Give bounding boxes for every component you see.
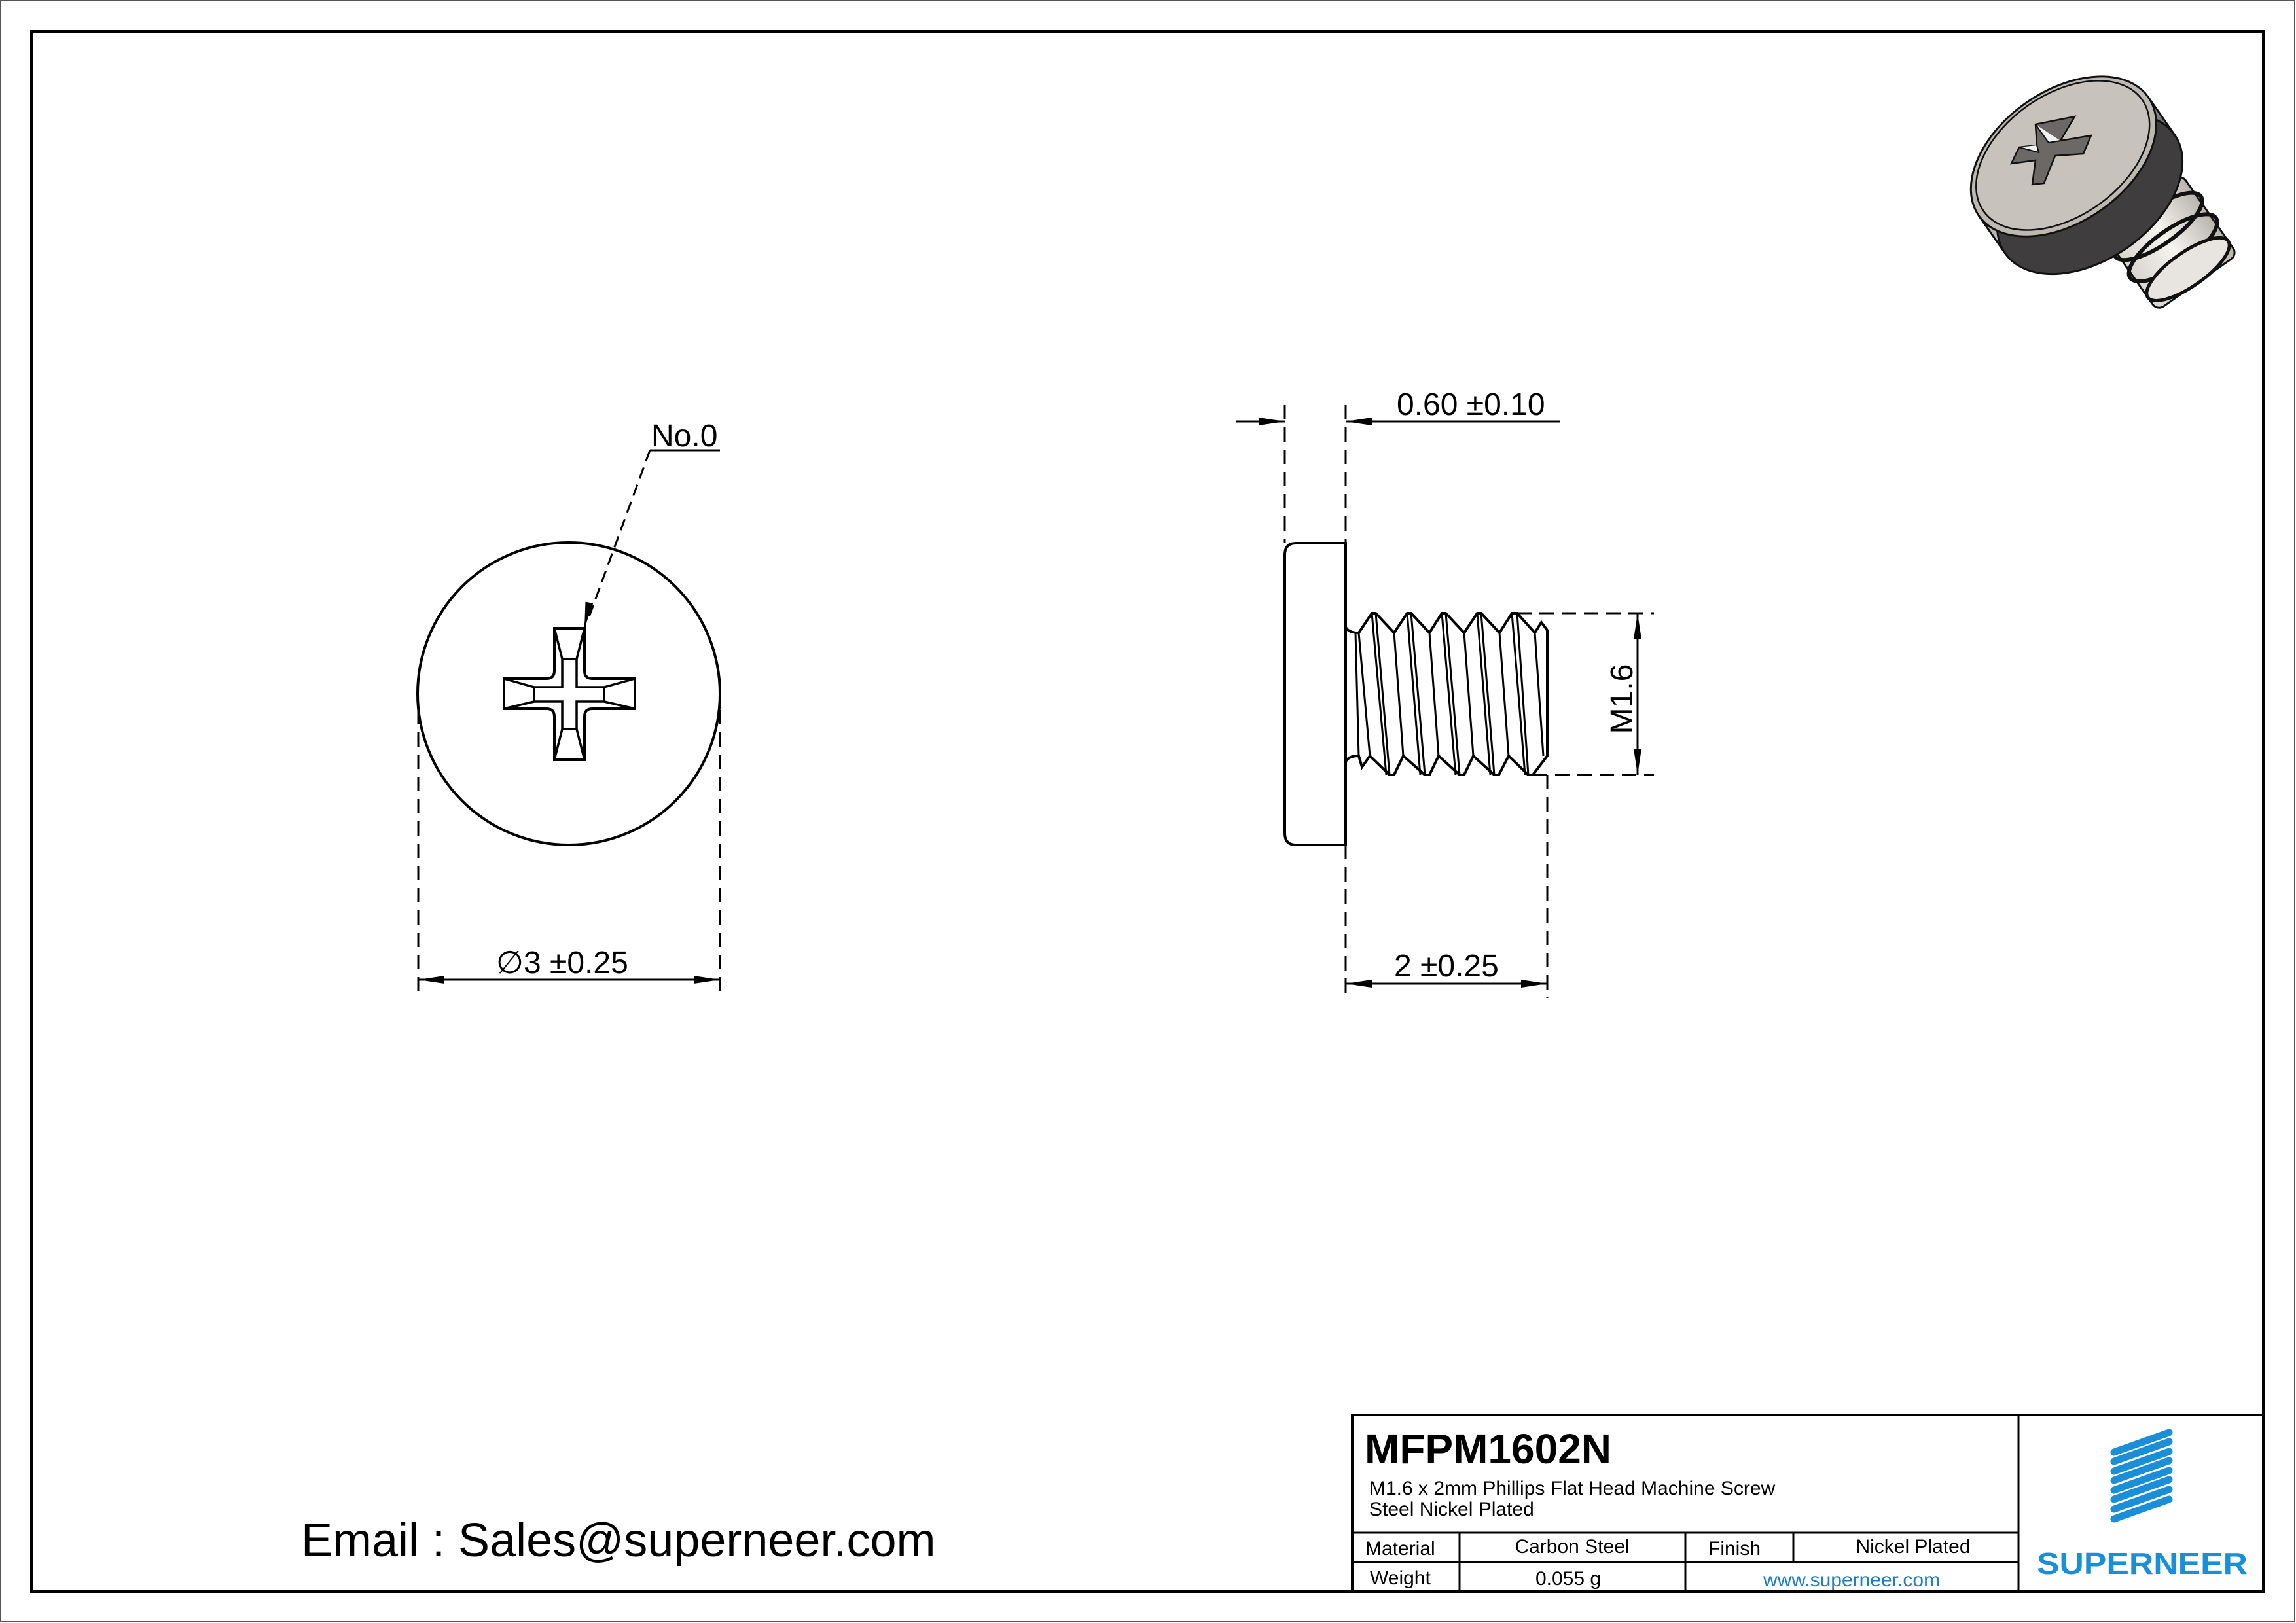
description-line-1: M1.6 x 2mm Phillips Flat Head Machine Sc…: [1369, 1478, 1776, 1499]
thread-size-dimension: M1.6: [1605, 664, 1640, 734]
description-line-2: Steel Nickel Plated: [1369, 1499, 1534, 1520]
front-view: [416, 449, 721, 995]
weight-label: Weight: [1370, 1567, 1431, 1589]
superneer-logo-icon: [2110, 1429, 2173, 1523]
finish-value: Nickel Plated: [1856, 1536, 1970, 1558]
brand-name: SUPERNEER: [2037, 1546, 2248, 1580]
callout-recess-size: No.0: [651, 419, 717, 454]
material-label: Material: [1365, 1538, 1435, 1560]
length-dimension: 2 ±0.25: [1394, 949, 1499, 984]
side-view: [1236, 405, 1654, 998]
diameter-symbol: ∅: [496, 946, 524, 980]
part-number: MFPM1602N: [1365, 1425, 1611, 1472]
drawing-frame: [30, 30, 2265, 1593]
website-link[interactable]: www.superneer.com: [1763, 1569, 1940, 1591]
screw-3d-render-icon: [1969, 75, 2236, 309]
contact-email[interactable]: Email : Sales@superneer.com: [301, 1514, 936, 1567]
weight-value: 0.055 g: [1535, 1568, 1601, 1590]
phillips-recess-icon: [503, 627, 636, 761]
diameter-dimension: 3 ±0.25: [524, 946, 628, 980]
head-height-dimension: 0.60 ±0.10: [1397, 387, 1545, 422]
head-profile: [1283, 542, 1347, 846]
finish-label: Finish: [1708, 1538, 1761, 1560]
head-outline: [416, 541, 721, 846]
title-block: [1351, 1414, 2265, 1593]
thread-profile: [1344, 612, 1549, 776]
material-value: Carbon Steel: [1515, 1536, 1629, 1558]
